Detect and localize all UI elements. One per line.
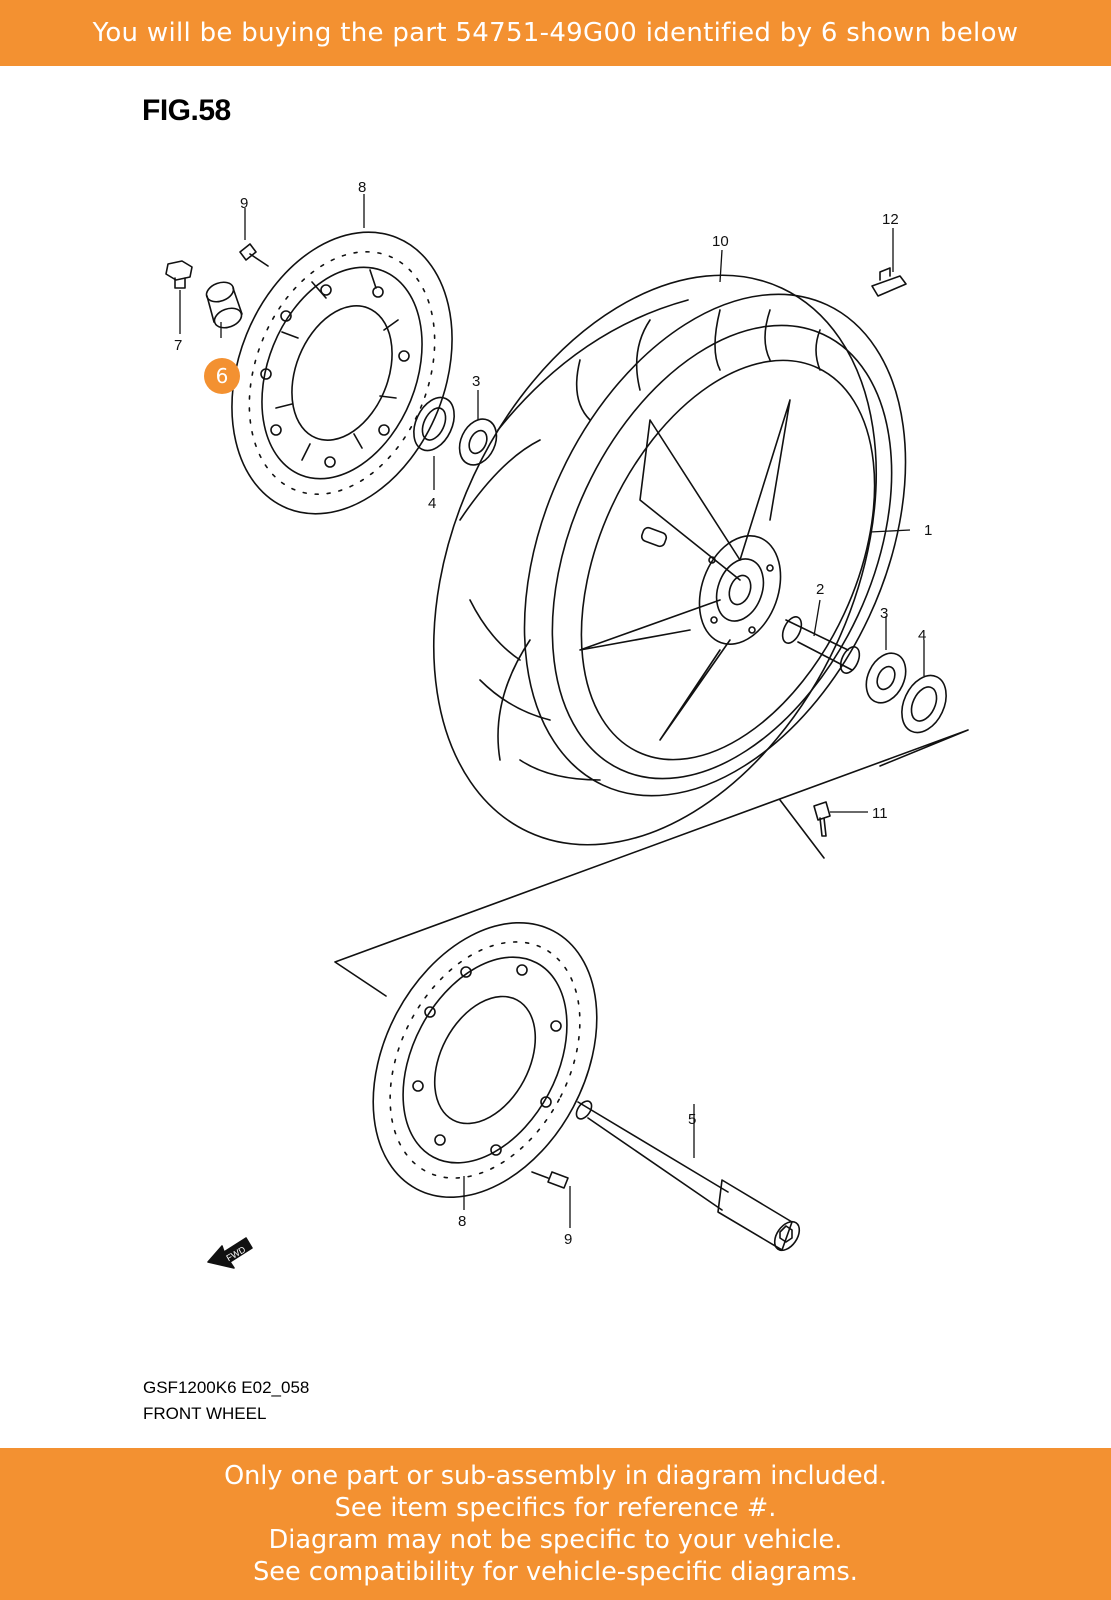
callout-4-upper: 4: [428, 495, 436, 512]
highlight-marker-6: 6: [204, 358, 240, 394]
callout-9-upper: 9: [240, 195, 248, 212]
figure-label: FIG.58: [142, 94, 231, 127]
callout-4-lower: 4: [918, 627, 926, 644]
top-banner: You will be buying the part 54751-49G00 …: [0, 0, 1111, 66]
callout-6: 6: [216, 364, 229, 388]
callout-3-lower: 3: [880, 605, 888, 622]
bottom-banner: Only one part or sub-assembly in diagram…: [0, 1448, 1111, 1600]
callout-9-lower: 9: [564, 1231, 572, 1248]
callout-2: 2: [816, 581, 824, 598]
collar-6: [205, 281, 243, 329]
callout-12: 12: [882, 211, 899, 228]
spacer-2: [781, 616, 861, 674]
bottom-banner-line-4: See compatibility for vehicle-specific d…: [253, 1557, 858, 1587]
callout-7: 7: [174, 337, 182, 354]
diagram-caption: FRONT WHEEL: [143, 1404, 267, 1423]
bearing-3-upper: [458, 418, 498, 466]
callout-1: 1: [924, 522, 932, 539]
bolt-7: [165, 260, 193, 289]
diagram-code: GSF1200K6 E02_058: [143, 1378, 310, 1397]
front-wheel: [432, 274, 907, 846]
callout-10: 10: [712, 233, 729, 250]
brake-disc-upper: [231, 231, 453, 515]
callout-3-upper: 3: [472, 373, 480, 390]
valve-11: [813, 801, 831, 837]
callout-8-upper: 8: [358, 179, 366, 196]
top-banner-text: You will be buying the part 54751-49G00 …: [92, 18, 1019, 48]
callout-5: 5: [688, 1111, 696, 1128]
brake-disc-lower: [372, 922, 598, 1198]
fwd-arrow-icon: [207, 1237, 253, 1269]
screw-9-upper: [239, 243, 269, 267]
bottom-banner-line-3: Diagram may not be specific to your vehi…: [268, 1525, 843, 1555]
bottom-banner-line-1: Only one part or sub-assembly in diagram…: [224, 1461, 887, 1491]
callout-8-lower: 8: [458, 1213, 466, 1230]
balance-weight-12: [871, 267, 907, 297]
seal-4-lower: [901, 674, 947, 734]
seal-4-upper: [413, 396, 455, 452]
bottom-banner-line-2: See item specifics for reference #.: [334, 1493, 777, 1523]
bearing-3-lower: [865, 652, 907, 704]
callout-11: 11: [872, 805, 888, 822]
axle-5: [575, 1100, 801, 1252]
screw-9-lower: [531, 1171, 569, 1189]
